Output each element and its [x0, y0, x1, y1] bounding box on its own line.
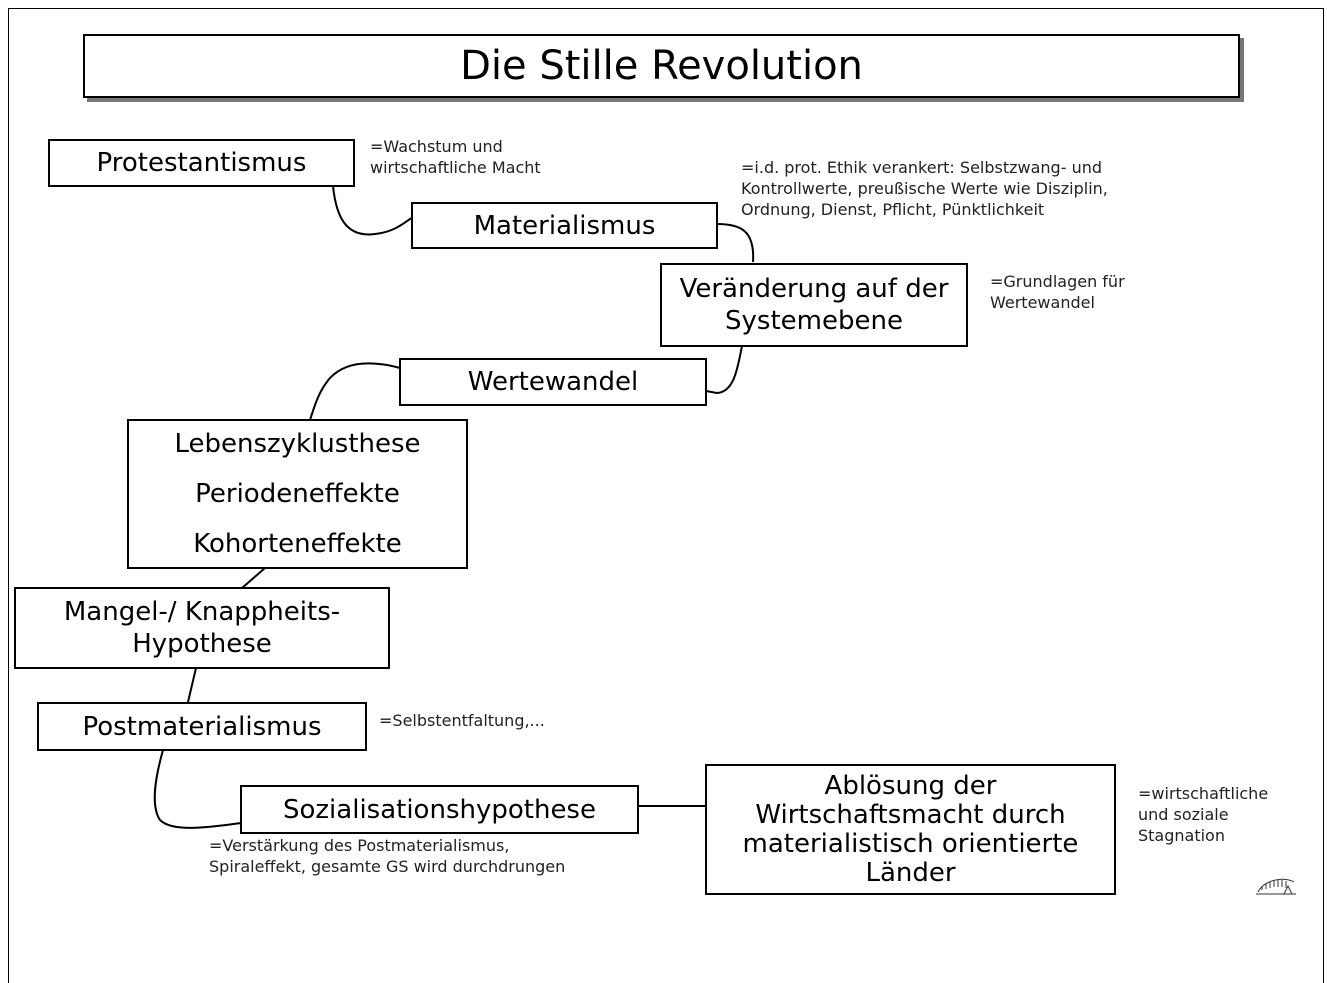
node-kohorteneffekte: Kohorteneffekte	[193, 529, 402, 559]
note-materialismus: =i.d. prot. Ethik verankert: Selbstzwang…	[741, 158, 1108, 219]
connector-protestantismus-materialismus	[332, 185, 414, 236]
node-sozialisationshypothese: Sozialisationshypothese	[240, 785, 639, 834]
node-veraenderung-systemebene: Veränderung auf der Systemebene	[660, 263, 968, 347]
node-wertewandel: Wertewandel	[399, 358, 707, 406]
node-protestantismus: Protestantismus	[48, 139, 355, 187]
university-logo-icon	[1256, 878, 1296, 895]
note-abloesung: =wirtschaftliche und soziale Stagnation	[1138, 784, 1269, 845]
note-sozialisation: =Verstärkung des Postmaterialismus, Spir…	[209, 836, 566, 876]
connector-mangel-postmaterialismus	[187, 667, 197, 703]
note-protestantismus: =Wachstum und wirtschaftliche Macht	[370, 137, 541, 177]
note-postmaterialismus: =Selbstentfaltung,...	[379, 711, 545, 730]
connector-wertewandel-lebenszyklus	[309, 362, 401, 421]
node-abloesung-wirtschaftsmacht: Ablösung der Wirtschaftsmacht durch mate…	[705, 764, 1116, 895]
connector-lebenszyklus-mangel	[241, 567, 266, 589]
node-periodeneffekte: Periodeneffekte	[195, 479, 400, 509]
page-title: Die Stille Revolution	[83, 34, 1240, 98]
node-materialismus: Materialismus	[411, 202, 718, 249]
node-postmaterialismus: Postmaterialismus	[37, 702, 367, 751]
note-veraenderung: =Grundlagen für Wertewandel	[990, 272, 1125, 312]
node-mangel-knappheits-hypothese: Mangel-/ Knappheits-Hypothese	[14, 587, 390, 669]
connector-materialismus-veraenderung	[716, 223, 755, 263]
page-frame	[8, 8, 1324, 983]
connector-postmaterialismus-sozialisation	[153, 749, 242, 829]
node-lebenszyklus-group: Lebenszyklusthese Periodeneffekte Kohort…	[127, 419, 468, 569]
node-lebenszyklusthese: Lebenszyklusthese	[174, 429, 421, 459]
connector-veraenderung-wertewandel	[705, 345, 743, 395]
